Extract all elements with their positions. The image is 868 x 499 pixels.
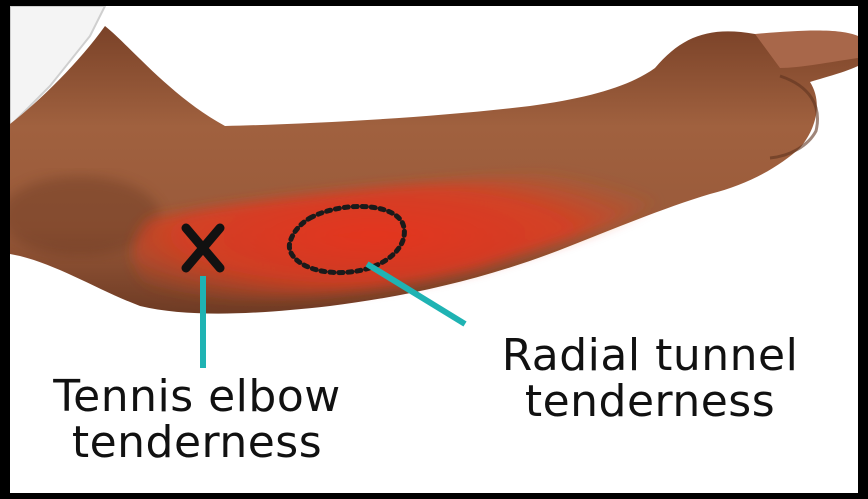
radial-tunnel-label-line1: Radial tunnel [480, 333, 820, 379]
tennis-elbow-label-line2: tenderness [37, 420, 357, 466]
radial-tunnel-label-line2: tenderness [480, 379, 820, 425]
figure-panel: Tennis elbow tenderness Radial tunnel te… [10, 6, 858, 493]
radial-tunnel-label: Radial tunnel tenderness [480, 333, 820, 425]
tennis-elbow-label: Tennis elbow tenderness [37, 374, 357, 466]
tennis-elbow-label-line1: Tennis elbow [37, 374, 357, 420]
